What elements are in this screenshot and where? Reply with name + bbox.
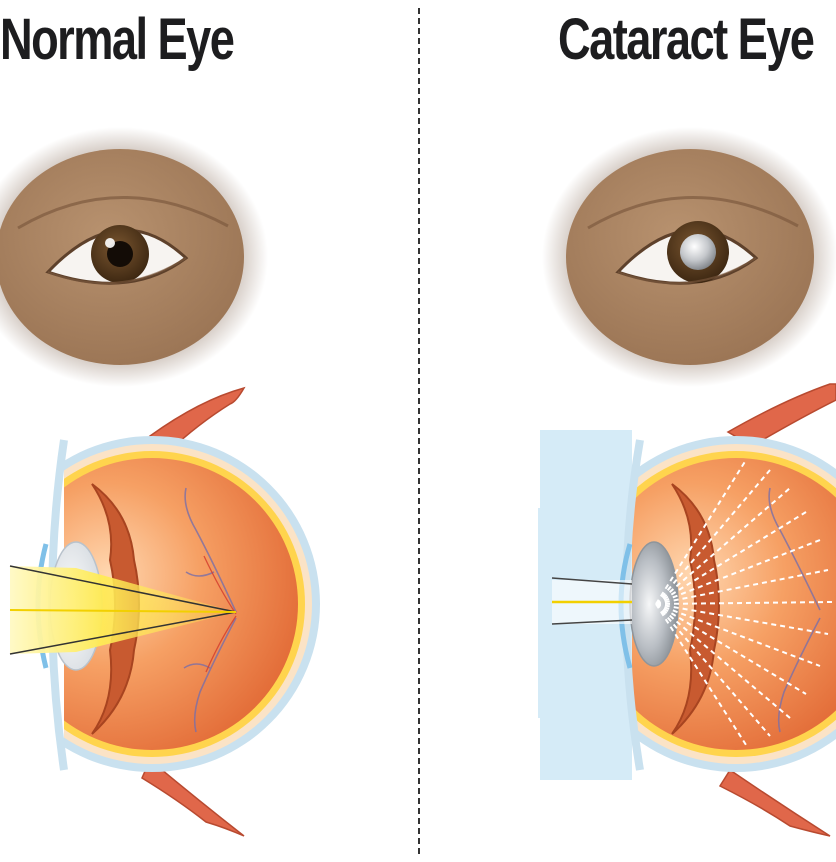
clouded-pupil <box>680 234 716 270</box>
upper-eye-muscle <box>148 386 246 454</box>
lower-eye-muscle <box>141 758 245 837</box>
lower-eye-muscle <box>718 768 831 837</box>
pupil-highlight <box>105 238 115 248</box>
cataract-eye-title: Cataract Eye <box>558 7 815 72</box>
normal-eye-panel: Normal Eye <box>0 7 320 837</box>
cataract-eye-illustration <box>538 127 836 837</box>
dashed-divider <box>418 8 420 854</box>
clouded-lens <box>629 541 679 667</box>
pupil <box>107 241 133 267</box>
cataract-incoming-light <box>551 577 633 625</box>
normal-external-eye <box>0 127 268 387</box>
normal-light-rays <box>9 565 237 655</box>
normal-eye-title: Normal Eye <box>0 7 235 72</box>
scattered-light-rays <box>655 459 833 749</box>
cataract-eye-panel: Cataract Eye <box>420 0 836 862</box>
ciliary-body <box>671 483 720 735</box>
retina-veins <box>768 487 821 733</box>
normal-eye-illustration <box>0 127 320 837</box>
cataract-external-eye <box>542 127 836 387</box>
upper-eye-muscle <box>726 383 836 447</box>
